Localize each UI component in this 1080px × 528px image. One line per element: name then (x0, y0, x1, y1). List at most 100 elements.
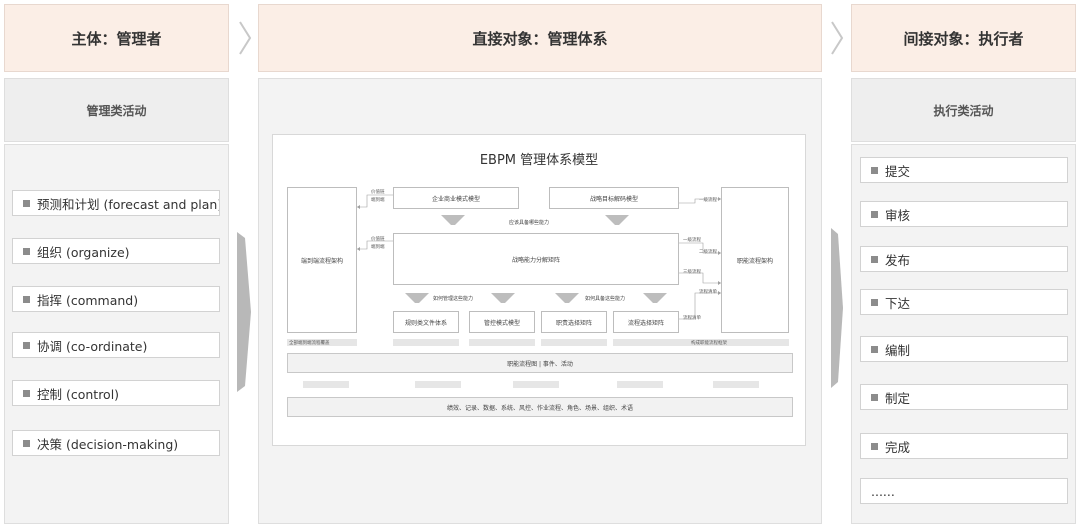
bullet-square-icon (871, 393, 878, 401)
action-label: 下达 (885, 295, 911, 311)
business-model-label: 企业商业模式模型 (431, 195, 480, 203)
functional-framework-label: 构成职能流程框架 (691, 341, 727, 346)
activity-label: 组织 (organize) (37, 244, 130, 260)
activity-command: 指挥 (command) (12, 286, 220, 312)
header-subject-label: 主体：管理者 (71, 29, 162, 48)
action-label: 提交 (885, 163, 911, 179)
action-label: 审核 (885, 207, 911, 223)
end-to-end-process-architecture: 端到端流程架构 (287, 187, 357, 333)
connector-lines-right (679, 197, 721, 320)
execution-activities-header: 执行类活动 (851, 78, 1076, 142)
process-selection-matrix: 流程选择矩阵 (613, 311, 679, 333)
connector-band (713, 381, 759, 388)
action-submit: 提交 (860, 157, 1068, 183)
arrow-down-icon (605, 215, 629, 225)
action-label: 制定 (885, 390, 911, 406)
bottom-box-label: 规则类文件体系 (404, 319, 447, 327)
bullet-square-icon (23, 199, 30, 207)
arrow-down-icon (491, 293, 515, 303)
manage-capability-caption: 如何管理这些能力 (433, 296, 474, 302)
bullet-square-icon (871, 442, 878, 450)
activity-label: 控制 (control) (37, 386, 120, 402)
functional-process-bar: 职能流程图 | 事件、活动 (287, 353, 793, 373)
connector-band (513, 381, 559, 388)
bullet-square-icon (871, 166, 878, 174)
connector-band (303, 381, 349, 388)
strategy-decoding-box: 战略目标解码模型 (549, 187, 679, 209)
action-formulate: 制定 (860, 384, 1068, 410)
bottom-box-label: 职责选择矩阵 (555, 319, 592, 327)
functional-process-bar-label: 职能流程图 | 事件、活动 (507, 360, 573, 368)
bullet-square-icon (23, 439, 30, 447)
chevron-right-icon (831, 21, 844, 55)
connector-band (541, 339, 607, 346)
connector-band (415, 381, 461, 388)
bullet-square-icon (23, 341, 30, 349)
action-label: 发布 (885, 252, 911, 268)
right-small-label-3: 二级流程 (699, 250, 717, 255)
action-label: ...... (871, 483, 895, 499)
responsibility-matrix: 职责选择矩阵 (541, 311, 607, 333)
left-small-label-3: 价值链 (371, 237, 385, 242)
activity-forecast-plan: 预测和计划 (forecast and plan) (12, 190, 220, 216)
action-review: 审核 (860, 201, 1068, 227)
capability-matrix-label: 战略能力分解矩阵 (511, 256, 560, 264)
connector-band (617, 381, 663, 388)
connector-band (287, 339, 357, 346)
activity-label: 决策 (decision-making) (37, 436, 179, 452)
connector-band (393, 339, 459, 346)
activity-label: 指挥 (command) (37, 292, 139, 308)
bottom-box-label: 管控模式模型 (483, 319, 520, 327)
connector-band (469, 339, 535, 346)
build-capability-caption: 如何具备这些能力 (585, 296, 626, 302)
action-issue: 下达 (860, 289, 1068, 315)
right-small-label-6: 流程清单 (683, 316, 701, 321)
left-small-label-1: 价值链 (371, 190, 385, 195)
right-small-label-4: 三级流程 (683, 270, 701, 275)
execution-activities-title: 执行类活动 (933, 103, 994, 118)
end-to-end-label: 端到端流程架构 (300, 257, 343, 265)
arrow-down-icon (405, 293, 429, 303)
connector-lines-left (357, 194, 393, 251)
action-label: 编制 (885, 342, 911, 358)
left-small-label-2: 端到端 (371, 198, 385, 203)
strategy-decoding-label: 战略目标解码模型 (589, 195, 638, 203)
required-capability-caption: 应该具备哪些能力 (509, 220, 550, 226)
activity-label: 协调 (co-ordinate) (37, 338, 148, 354)
action-label: 完成 (885, 439, 911, 455)
activity-coordinate: 协调 (co-ordinate) (12, 332, 220, 358)
activity-control: 控制 (control) (12, 380, 220, 406)
right-small-label-2: 一级流程 (683, 238, 701, 243)
arrow-right-icon (831, 228, 843, 388)
action-publish: 发布 (860, 246, 1068, 272)
bullet-square-icon (871, 210, 878, 218)
bullet-square-icon (871, 298, 878, 306)
activity-label: 预测和计划 (forecast and plan) (37, 196, 220, 212)
bullet-square-icon (23, 247, 30, 255)
right-small-label-1: 一级流程 (699, 198, 717, 203)
bullet-square-icon (23, 295, 30, 303)
action-complete: 完成 (860, 433, 1068, 459)
rules-document-system: 规则类文件体系 (393, 311, 459, 333)
arrow-down-icon (555, 293, 579, 303)
connector-band (613, 339, 789, 346)
right-small-label-5: 流程清单 (699, 290, 717, 295)
header-direct-object-label: 直接对象：管理体系 (472, 29, 608, 48)
strategic-capability-matrix: 战略能力分解矩阵 (393, 233, 679, 285)
arrow-right-icon (237, 232, 251, 392)
header-direct-object: 直接对象：管理体系 (258, 4, 822, 72)
chevron-right-icon (239, 21, 252, 55)
arrow-down-icon (441, 215, 465, 225)
ebpm-model-diagram: EBPM 管理体系模型 端到端流程架构 职能流程架构 企业商业模式模型 战略目标… (272, 134, 806, 446)
arrow-down-icon (643, 293, 667, 303)
header-subject: 主体：管理者 (4, 4, 229, 72)
management-activities-title: 管理类活动 (86, 103, 147, 118)
model-title: EBPM 管理体系模型 (479, 153, 599, 168)
bullet-square-icon (23, 389, 30, 397)
header-indirect-object: 间接对象：执行者 (851, 4, 1076, 72)
end-to-end-coverage-label: 全部端到端流程覆盖 (289, 341, 330, 346)
control-mode-model: 管控模式模型 (469, 311, 535, 333)
bottom-box-label: 流程选择矩阵 (627, 319, 664, 327)
elements-bar-label: 绩效、记录、数据、系统、风控、作业流程、角色、场景、组织、术语 (446, 404, 633, 412)
bullet-square-icon (871, 255, 878, 263)
